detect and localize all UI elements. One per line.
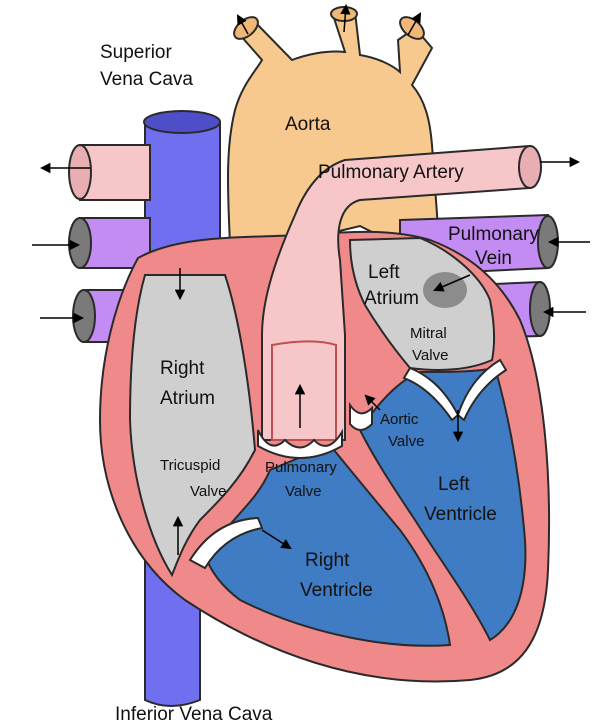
label-tricuspid-valve-1: Tricuspid [160,457,220,474]
label-aorta: Aorta [285,114,331,135]
left-ventricle [358,366,527,642]
right-pulmonary-vein-lower-opening [72,289,96,343]
mitral-valve-shape [402,358,508,422]
pulmonary-valve-shape [257,428,343,459]
aortic-valve-shape [349,401,373,431]
pulmonary-artery-lumen [271,340,337,441]
left-atrium [348,236,496,371]
right-pulmonary-artery-opening [68,144,92,200]
label-left-ventricle-2: Ventricle [424,504,497,525]
arrow-icon [32,3,590,555]
superior-vena-cava-opening [143,110,221,134]
label-tricuspid-valve-2: Valve [190,483,226,500]
right-atrium [128,274,257,578]
pulmonary-artery-opening [518,145,542,189]
label-superior-vena-cava-2: Vena Cava [100,69,193,90]
right-pulmonary-vein-upper-opening [68,217,92,269]
label-left-ventricle-1: Left [438,474,470,495]
label-left-atrium-2: Atrium [364,288,419,309]
label-left-atrium-1: Left [368,262,400,283]
label-pulmonary-valve-2: Valve [285,483,321,500]
label-superior-vena-cava-1: Superior [100,42,172,63]
label-aortic-valve-1: Aortic [380,411,419,428]
left-pulmonary-vein-lower-opening [529,281,551,337]
label-pulmonary-valve-1: Pulmonary [265,459,337,476]
aorta-branch-mid [330,6,358,22]
right-ventricle [203,443,452,647]
label-pulmonary-vein-2: Vein [475,248,512,269]
label-aortic-valve-2: Valve [388,433,424,450]
label-pulmonary-artery: Pulmonary Artery [318,162,464,183]
label-mitral-valve-2: Valve [412,347,448,364]
tricuspid-valve-shape [188,516,264,570]
label-right-ventricle-2: Ventricle [300,580,373,601]
label-right-atrium-2: Atrium [160,388,215,409]
pulmonary-vein-inlet [423,272,467,308]
label-right-atrium-1: Right [160,358,205,379]
label-inferior-vena-cava: Inferior Vena Cava [115,704,273,725]
label-mitral-valve-1: Mitral [410,325,447,342]
label-pulmonary-vein-1: Pulmonary [448,224,539,245]
label-right-ventricle-1: Right [305,550,350,571]
